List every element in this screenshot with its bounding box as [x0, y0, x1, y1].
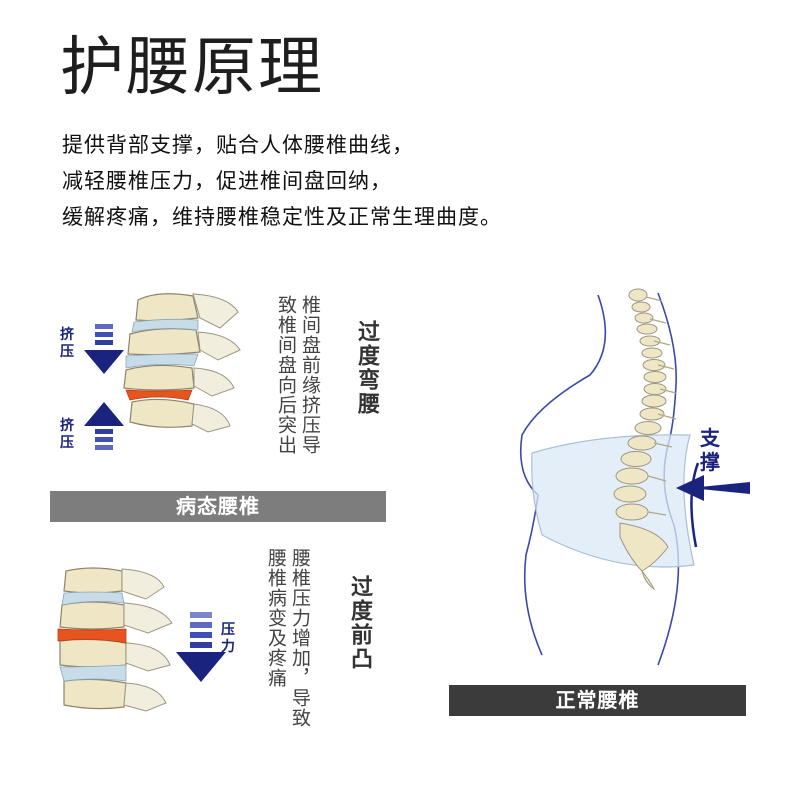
- description: 提供背部支撑，贴合人体腰椎曲线， 减轻腰椎压力，促进椎间盘回纳， 缓解疼痛，维持…: [62, 130, 502, 238]
- squeeze-label-bottom: 挤压: [60, 418, 74, 451]
- lordosis-text-col-1: 腰椎压力增加，导致: [289, 548, 311, 728]
- pressure-label: 压力: [221, 622, 235, 655]
- bending-heading: 过度弯腰: [354, 320, 379, 416]
- down-arrow-icon: [84, 324, 124, 374]
- bending-text-col-2: 致椎间盘向后突出: [275, 295, 297, 455]
- up-arrow-icon: [84, 402, 124, 450]
- banner-diseased-lumbar: 病态腰椎: [50, 491, 386, 522]
- lordotic-spine-illustration: [57, 567, 173, 712]
- lordosis-heading: 过度前凸: [347, 575, 372, 671]
- description-line-3: 缓解疼痛，维持腰椎稳定性及正常生理曲度。: [62, 205, 502, 229]
- lordosis-text-col-2: 腰椎病变及疼痛: [265, 548, 287, 688]
- description-line-2: 减轻腰椎压力，促进椎间盘回纳，: [62, 169, 392, 193]
- squeeze-label-top: 挤压: [60, 327, 74, 360]
- pressure-arrow-icon: [176, 612, 226, 682]
- banner-normal-lumbar: 正常腰椎: [449, 685, 746, 716]
- page-title: 护腰原理: [60, 31, 324, 105]
- flexed-spine-illustration: [123, 293, 241, 433]
- body-with-brace-illustration: [519, 288, 750, 666]
- bending-text-col-1: 椎间盘前缘挤压导: [299, 295, 321, 455]
- description-line-1: 提供背部支撑，贴合人体腰椎曲线，: [62, 133, 414, 157]
- support-label: 支撑: [700, 426, 720, 474]
